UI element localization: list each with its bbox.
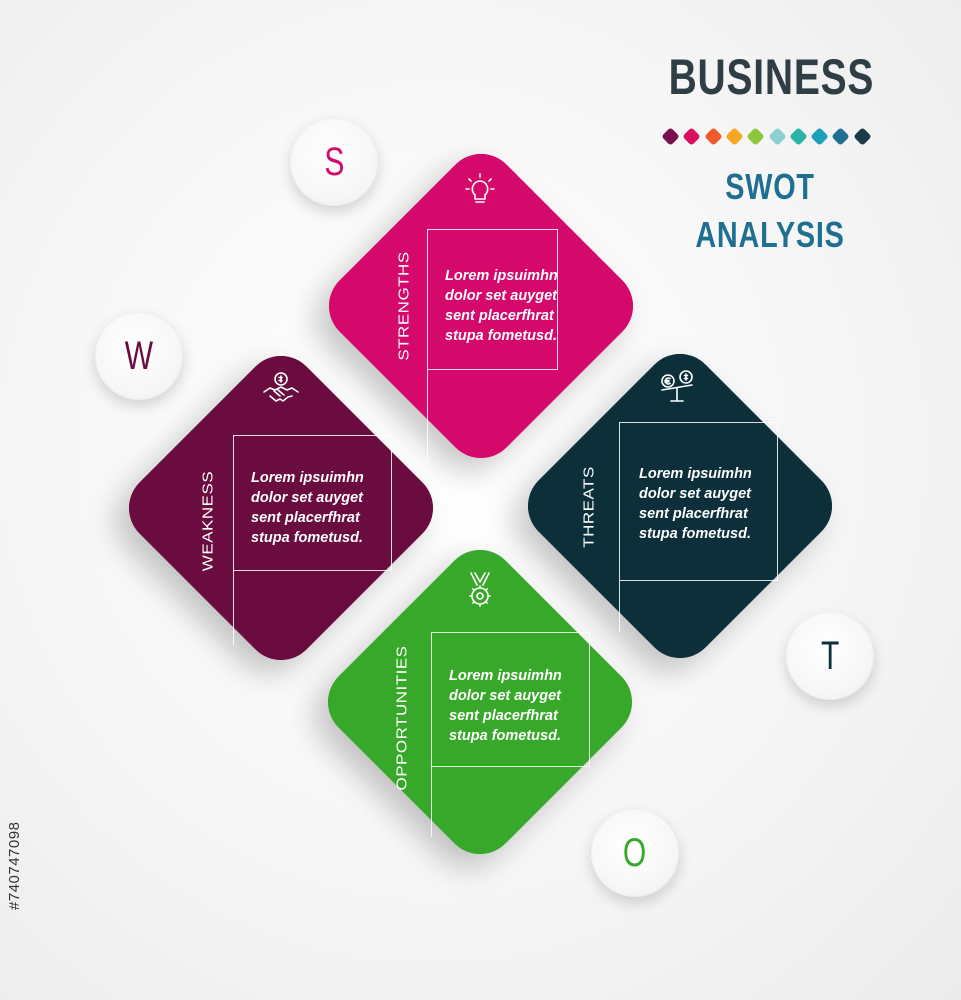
opportunities-frame-left-line xyxy=(431,632,432,837)
color-dot xyxy=(682,127,701,146)
subtitle-line-1: SWOT xyxy=(725,166,815,207)
color-dot xyxy=(661,127,680,146)
weakness-frame-left-line xyxy=(233,435,234,645)
threats-letter-badge: T xyxy=(786,612,874,700)
handshake-money-icon xyxy=(263,372,299,402)
strengths-frame-left-line xyxy=(427,229,428,464)
color-dots-row xyxy=(661,127,884,147)
color-dot xyxy=(810,127,829,146)
weakness-label: WEAKNESS xyxy=(199,470,216,572)
strengths-letter-badge: S xyxy=(290,118,378,206)
page-title: BUSINESS xyxy=(668,49,875,105)
threats-label: THREATS xyxy=(580,466,597,548)
opportunities-letter-badge: O xyxy=(591,809,679,897)
color-dot xyxy=(746,127,765,146)
subtitle-line-2: ANALYSIS xyxy=(695,214,845,255)
strengths-frame xyxy=(427,229,558,370)
opportunities-letter: O xyxy=(623,831,647,875)
color-dot xyxy=(703,127,723,146)
color-dot xyxy=(831,127,851,146)
weakness-text: Lorem ipsuimhn dolor set auyget sent pla… xyxy=(251,470,364,546)
opportunities-label: OPPORTUNITIES xyxy=(393,645,410,791)
stock-id-watermark: #740747098 xyxy=(6,821,23,910)
color-dot xyxy=(852,127,872,146)
threats-text: Lorem ipsuimhn dolor set auyget sent pla… xyxy=(639,466,752,542)
threats-frame xyxy=(619,422,778,581)
weakness-letter: W xyxy=(124,334,154,378)
weakness-frame xyxy=(233,435,392,571)
strengths-text: Lorem ipsuimhn dolor set auyget sent pla… xyxy=(445,268,558,344)
color-dot xyxy=(789,127,808,146)
opportunities-text: Lorem ipsuimhn dolor set auyget sent pla… xyxy=(449,668,562,744)
weakness-letter-badge: W xyxy=(95,312,183,400)
strengths-letter: S xyxy=(323,140,345,184)
lightbulb-icon xyxy=(465,173,495,203)
color-dot xyxy=(767,127,787,146)
opportunities-frame xyxy=(431,632,590,767)
medal-gear-icon xyxy=(469,572,491,607)
threats-frame-left-line xyxy=(619,422,620,632)
strengths-label: STRENGTHS xyxy=(395,251,412,361)
threats-letter: T xyxy=(820,634,840,678)
currency-scale-icon xyxy=(661,370,693,402)
color-dot xyxy=(725,127,744,146)
